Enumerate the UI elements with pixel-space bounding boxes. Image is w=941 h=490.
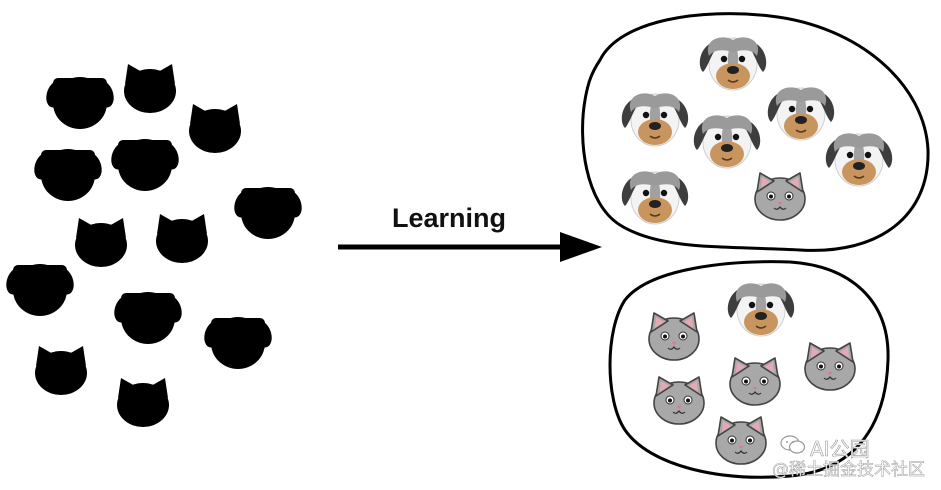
dog-silhouette: [200, 317, 276, 369]
cat-silhouette: [189, 104, 241, 153]
dog-silhouette: [30, 149, 106, 201]
cat-silhouette: [124, 64, 176, 113]
dog-icon: [621, 92, 689, 147]
dog-silhouette: [107, 139, 183, 191]
dog-silhouette: [230, 187, 306, 239]
dog-icon: [693, 114, 761, 169]
unlabeled-data: [2, 64, 306, 427]
dog-icon: [767, 86, 835, 141]
cat-icon: [648, 312, 700, 361]
cat-icon: [804, 342, 856, 391]
cat-icon: [715, 416, 767, 465]
watermark: AI公园 @稀土掘金技术社区: [772, 433, 932, 481]
dog-icon: [825, 132, 893, 187]
cat-silhouette: [156, 214, 208, 263]
dog-icon: [699, 36, 767, 91]
dog-silhouette: [110, 292, 186, 344]
cat-silhouette: [75, 218, 127, 267]
dog-cluster: [621, 36, 893, 225]
cat-icon: [754, 172, 806, 221]
dog-icon: [621, 170, 689, 225]
dog-silhouette: [2, 264, 78, 316]
watermark-title: AI公园: [810, 437, 870, 462]
learning-arrow: [338, 232, 602, 262]
dog-silhouette: [42, 77, 118, 129]
learning-label: Learning: [392, 203, 507, 233]
dog-icon: [727, 282, 795, 337]
cat-icon: [729, 357, 781, 406]
cat-silhouette: [35, 346, 87, 395]
wechat-icon: [780, 435, 806, 454]
cat-icon: [653, 376, 705, 425]
cat-silhouette: [117, 378, 169, 427]
watermark-source: @稀土掘金技术社区: [772, 460, 926, 481]
cat-cluster-boundary: [608, 260, 890, 479]
dog-cluster-boundary: [581, 12, 930, 252]
